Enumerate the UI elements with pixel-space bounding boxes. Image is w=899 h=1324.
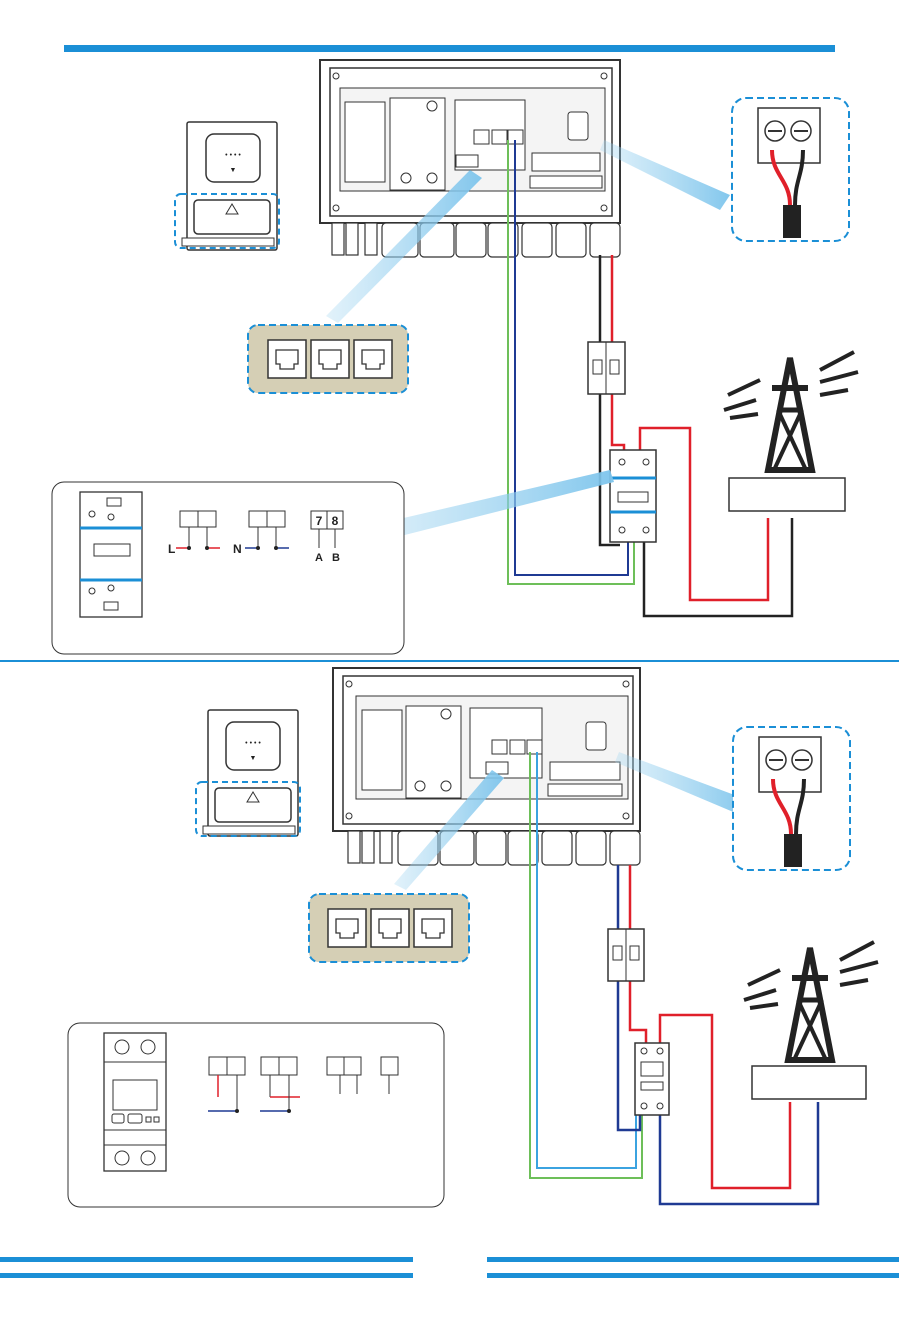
rj45-port-icon [354,340,392,378]
inverter-icon: • • • • ▼ [175,122,279,250]
rj45-panel-bottom [309,894,469,962]
transmission-tower-icon [744,942,878,1099]
rj45-port-icon [328,909,366,947]
terminal-label-l: L [168,542,175,556]
rj45-port-icon [268,340,306,378]
rs485-pin-7: 7 [316,514,323,528]
footer-bar [487,1273,899,1278]
footer-bar [0,1257,413,1262]
svg-text:• • • •: • • • • [245,740,261,747]
inverter-panel-top [320,60,620,257]
inverter-panel-bottom [333,668,640,865]
rj45-panel-top [248,325,408,393]
inverter-icon: • • • • ▼ [196,710,300,836]
transmission-tower-icon [724,352,858,511]
meter-detail-panel-top: L N 7 8 A B [52,482,404,654]
svg-text:▼: ▼ [250,755,257,762]
meter-detail-panel-bottom [68,1023,444,1207]
breaker-icon [588,342,625,394]
rs485-letter-b: B [332,552,340,564]
rj45-port-icon [371,909,409,947]
breaker-icon [608,929,644,981]
footer-bar [487,1257,899,1262]
header-bar [64,45,835,52]
energy-meter-icon [635,1043,669,1115]
terminal-block-icon [733,727,850,870]
rs485-pin-8: 8 [332,514,339,528]
rj45-port-icon [311,340,349,378]
rj45-port-icon [414,909,452,947]
rs485-letter-a: A [315,552,323,564]
energy-meter-icon [610,450,656,542]
svg-text:▼: ▼ [230,167,237,174]
terminal-label-n: N [233,542,242,556]
footer-bar [0,1273,413,1278]
terminal-block-icon [732,98,849,241]
svg-text:• • • •: • • • • [225,152,241,159]
